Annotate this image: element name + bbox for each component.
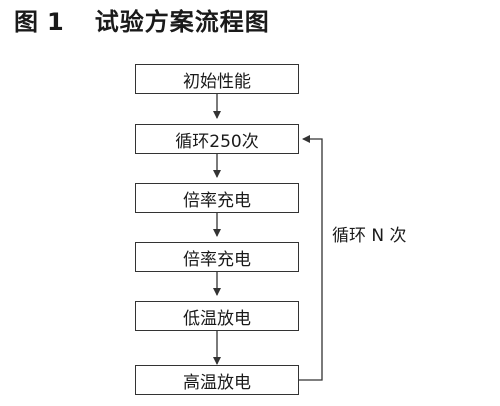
- figure-label-prefix: 图: [14, 8, 39, 36]
- flow-step-low-temp-discharge: 低温放电: [135, 301, 299, 331]
- flow-step-high-temp-discharge: 高温放电: [135, 365, 299, 395]
- figure-label-number: 1: [47, 8, 65, 36]
- flow-step-rate-charge-1: 倍率充电: [135, 183, 299, 213]
- loop-label: 循环 N 次: [332, 226, 407, 246]
- figure-caption: 试验方案流程图: [94, 8, 270, 36]
- flow-step-initial-performance: 初始性能: [135, 64, 299, 94]
- loop-back-arrow: [299, 135, 323, 381]
- flow-step-cycle-250: 循环250次: [135, 124, 299, 154]
- flow-step-rate-charge-2: 倍率充电: [135, 242, 299, 272]
